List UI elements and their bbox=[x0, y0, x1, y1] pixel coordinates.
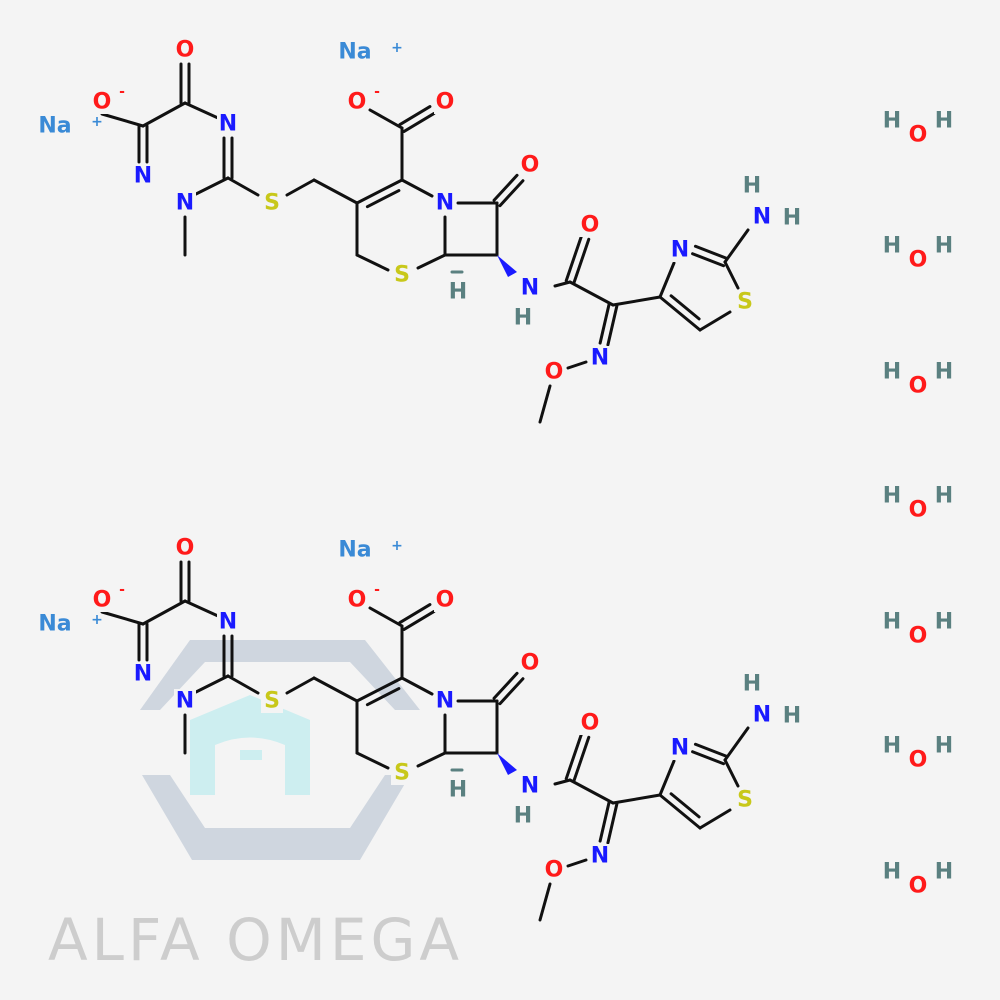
water-molecule: HOH bbox=[883, 484, 953, 523]
wedge-bond bbox=[497, 753, 517, 775]
svg-text:H: H bbox=[935, 610, 953, 635]
atom-n: N bbox=[176, 689, 194, 714]
svg-text:H: H bbox=[935, 734, 953, 759]
charge-label: - bbox=[374, 84, 380, 100]
atom-h: H bbox=[449, 778, 467, 803]
atom-h: H bbox=[514, 306, 532, 331]
sodium-ion: Na bbox=[338, 40, 371, 65]
charge-label: - bbox=[374, 582, 380, 598]
atom-n: N bbox=[436, 689, 454, 714]
atom-n: N bbox=[591, 346, 609, 371]
charge-label: + bbox=[391, 40, 403, 56]
atom-o: O bbox=[436, 588, 455, 613]
atom-h: H bbox=[743, 672, 761, 697]
svg-text:H: H bbox=[883, 484, 901, 509]
svg-text:O: O bbox=[909, 248, 928, 273]
svg-text:O: O bbox=[909, 374, 928, 399]
bonds bbox=[100, 560, 750, 922]
charge-label: + bbox=[91, 114, 103, 130]
atom-o: O bbox=[545, 360, 564, 385]
svg-text:H: H bbox=[883, 610, 901, 635]
watermark-text: ALFA OMEGA bbox=[48, 906, 463, 974]
atom-o: O bbox=[348, 90, 367, 115]
atom-o: O bbox=[93, 588, 112, 613]
atom-o: O bbox=[521, 153, 540, 178]
atom-s: S bbox=[394, 761, 410, 786]
atom-o: O bbox=[176, 536, 195, 561]
atom-o: O bbox=[348, 588, 367, 613]
svg-text:O: O bbox=[909, 624, 928, 649]
charge-label: + bbox=[391, 538, 403, 554]
sodium-ion: Na bbox=[38, 612, 71, 637]
atom-s: S bbox=[264, 191, 280, 216]
charge-label: + bbox=[91, 612, 103, 628]
atom-n: N bbox=[219, 112, 237, 137]
atom-o: O bbox=[581, 711, 600, 736]
svg-text:H: H bbox=[935, 860, 953, 885]
svg-text:H: H bbox=[883, 234, 901, 259]
water-molecule: HOH bbox=[883, 360, 953, 399]
atom-h: H bbox=[743, 174, 761, 199]
charge-label: - bbox=[119, 84, 125, 100]
hexagon-house-logo-icon bbox=[140, 640, 420, 860]
watermark: ALFA OMEGA bbox=[48, 640, 463, 974]
svg-text:H: H bbox=[883, 360, 901, 385]
water-molecule: HOH bbox=[883, 234, 953, 273]
atom-o: O bbox=[176, 38, 195, 63]
water-molecule: HOH bbox=[883, 610, 953, 649]
svg-text:O: O bbox=[909, 748, 928, 773]
svg-text:O: O bbox=[909, 498, 928, 523]
water-molecule: HOH bbox=[883, 860, 953, 899]
wedge-bond bbox=[497, 255, 517, 277]
atom-n: N bbox=[521, 276, 539, 301]
atom-s: S bbox=[737, 788, 753, 813]
atom-o: O bbox=[521, 651, 540, 676]
atom-n: N bbox=[753, 205, 771, 230]
atom-n: N bbox=[436, 191, 454, 216]
atom-h: H bbox=[449, 280, 467, 305]
water-molecule: HOH bbox=[883, 109, 953, 148]
atom-n: N bbox=[134, 164, 152, 189]
water-molecule: HOH bbox=[883, 734, 953, 773]
atom-o: O bbox=[436, 90, 455, 115]
atom-h: H bbox=[514, 804, 532, 829]
svg-text:H: H bbox=[883, 109, 901, 134]
sodium-ion: Na bbox=[338, 538, 371, 563]
svg-text:H: H bbox=[883, 734, 901, 759]
atom-n: N bbox=[753, 703, 771, 728]
svg-text:H: H bbox=[935, 234, 953, 259]
bonds bbox=[100, 62, 750, 424]
atom-h: H bbox=[783, 206, 801, 231]
atom-n: N bbox=[591, 844, 609, 869]
atom-n: N bbox=[521, 774, 539, 799]
svg-text:H: H bbox=[935, 360, 953, 385]
svg-text:O: O bbox=[909, 123, 928, 148]
charge-label: - bbox=[119, 582, 125, 598]
atom-s: S bbox=[394, 263, 410, 288]
svg-text:H: H bbox=[935, 484, 953, 509]
atom-n: N bbox=[134, 662, 152, 687]
atom-s: S bbox=[264, 689, 280, 714]
atom-n: N bbox=[671, 736, 689, 761]
atom-s: S bbox=[737, 290, 753, 315]
svg-text:H: H bbox=[935, 109, 953, 134]
atom-n: N bbox=[219, 610, 237, 635]
atom-o: O bbox=[93, 90, 112, 115]
svg-text:H: H bbox=[883, 860, 901, 885]
atom-o: O bbox=[581, 213, 600, 238]
svg-text:O: O bbox=[909, 874, 928, 899]
atom-n: N bbox=[671, 238, 689, 263]
atom-n: N bbox=[176, 191, 194, 216]
atom-o: O bbox=[545, 858, 564, 883]
atom-h: H bbox=[783, 704, 801, 729]
sodium-ion: Na bbox=[38, 114, 71, 139]
